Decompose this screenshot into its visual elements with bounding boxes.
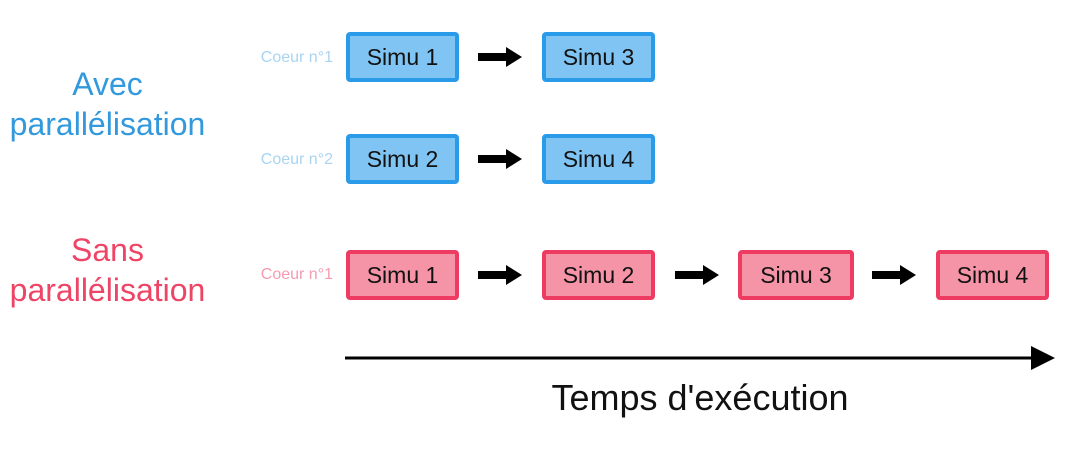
arrow-right-icon: [675, 265, 719, 285]
core-label-without-1: Coeur n°1: [260, 266, 333, 283]
task-box-without-1: Simu 1: [346, 250, 459, 300]
core-label-with-2: Coeur n°2: [260, 151, 333, 168]
task-box-with-1-1: Simu 1: [346, 32, 459, 82]
section-title-without-parallel: Sans parallélisation: [9, 232, 206, 308]
task-box-with-1-2: Simu 3: [542, 32, 655, 82]
section-title-with-parallel: Avec parallélisation: [9, 66, 206, 142]
arrow-right-icon: [478, 47, 522, 67]
timeline-label: Temps d'exécution: [551, 377, 849, 418]
core-label-with-1: Coeur n°1: [260, 49, 333, 66]
task-box-without-3: Simu 3: [738, 250, 854, 300]
timeline-arrow-icon: [345, 346, 1055, 370]
task-box-without-4: Simu 4: [936, 250, 1049, 300]
task-box-without-2: Simu 2: [542, 250, 655, 300]
task-box-with-2-2: Simu 4: [542, 134, 655, 184]
arrow-right-icon: [872, 265, 916, 285]
arrow-right-icon: [478, 149, 522, 169]
arrow-right-icon: [478, 265, 522, 285]
task-box-with-2-1: Simu 2: [346, 134, 459, 184]
